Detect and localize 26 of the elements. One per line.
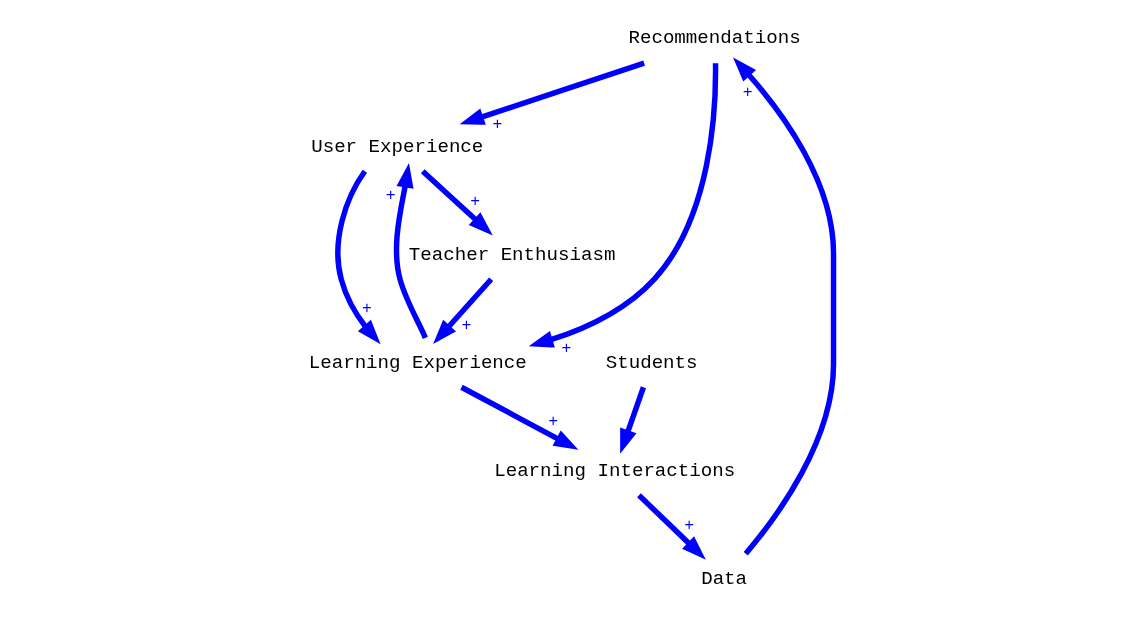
arrow bbox=[619, 386, 646, 454]
edge-label: + bbox=[742, 82, 753, 102]
node-text: Students bbox=[605, 351, 698, 374]
node-text: Data bbox=[700, 567, 747, 590]
arrow bbox=[636, 493, 706, 560]
edge-label: + bbox=[469, 192, 480, 212]
node-text: Teacher Enthusiasm bbox=[408, 243, 615, 266]
node-text: Learning Experience bbox=[308, 351, 527, 374]
arrow bbox=[459, 384, 578, 450]
edge-label: + bbox=[361, 299, 372, 319]
edge-label: + bbox=[547, 412, 558, 432]
node-text: User Experience bbox=[310, 135, 483, 158]
arrow bbox=[528, 63, 718, 348]
arrow bbox=[334, 169, 381, 345]
arrow bbox=[459, 60, 645, 125]
edge-label: + bbox=[460, 316, 471, 336]
node-text: Recommendations bbox=[627, 27, 801, 50]
edge-label: + bbox=[560, 338, 571, 358]
edge-label: + bbox=[385, 186, 396, 206]
arrow bbox=[420, 169, 493, 236]
arrow bbox=[732, 57, 836, 556]
arrow bbox=[393, 163, 428, 339]
node-text: Learning Interactions bbox=[493, 459, 735, 482]
edge-label: + bbox=[683, 516, 694, 536]
edge-label: + bbox=[491, 115, 502, 135]
arrow bbox=[432, 277, 493, 344]
